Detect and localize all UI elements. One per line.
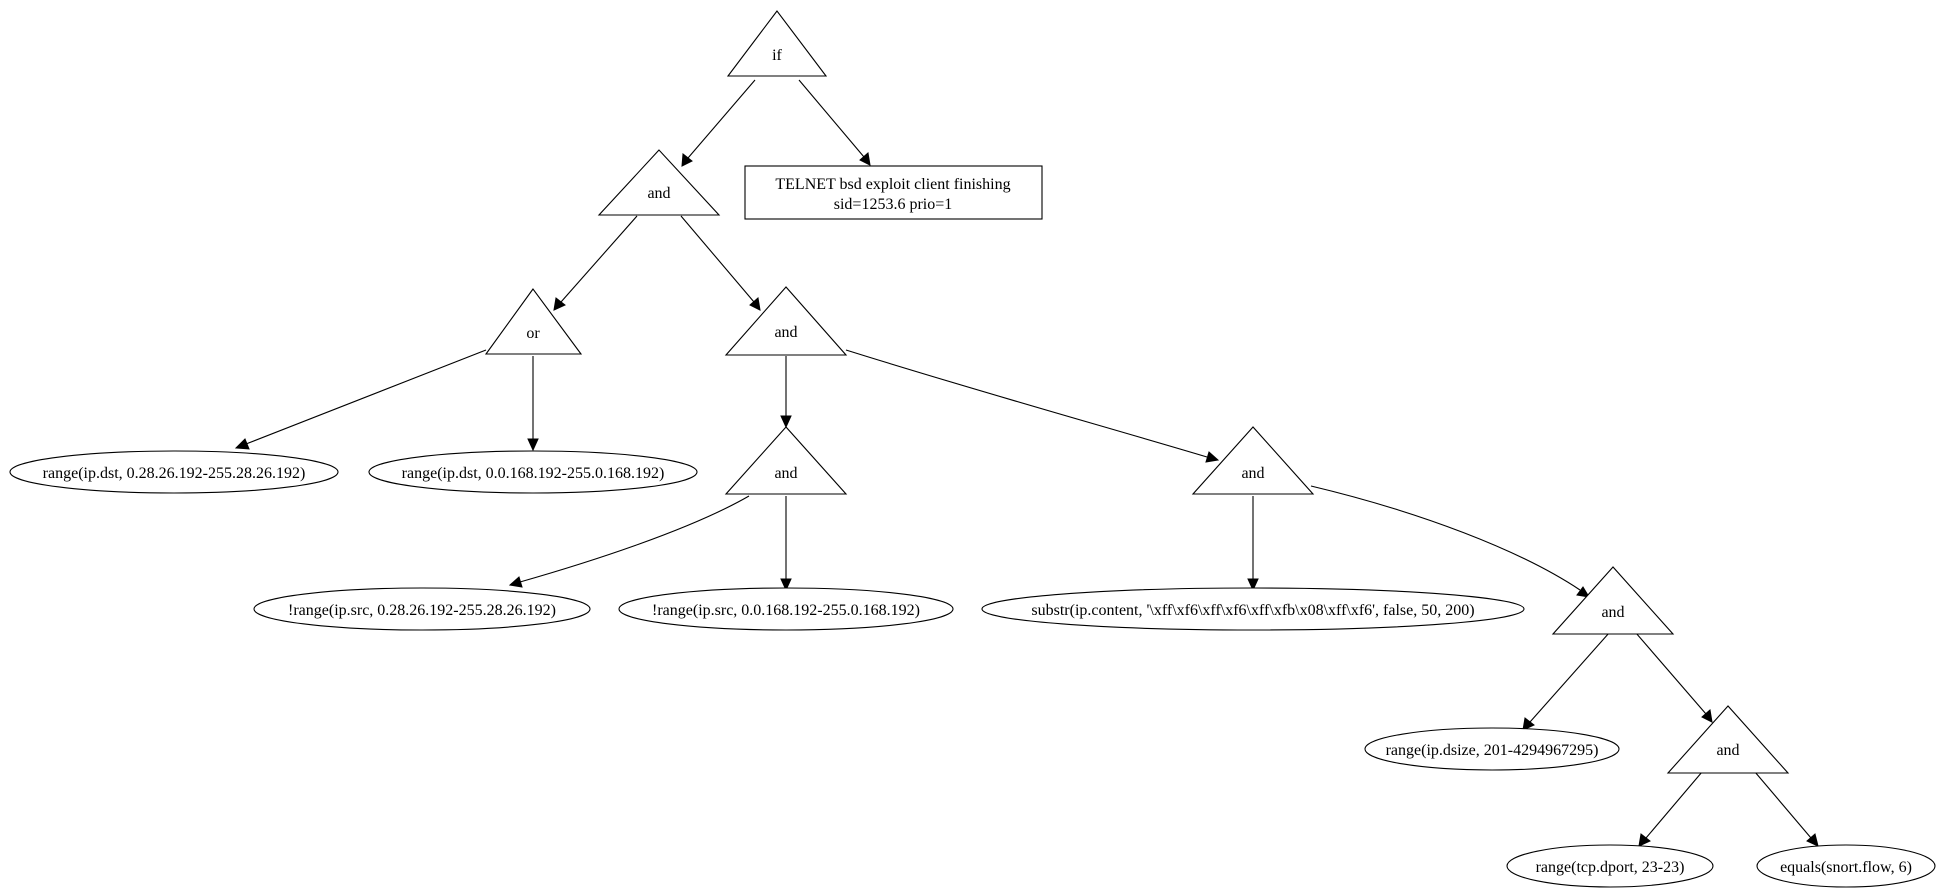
node-and-fourth-label: and (1241, 465, 1264, 482)
action-details: sid=1253.6 prio=1 (834, 196, 953, 213)
node-equals-flow: equals(snort.flow, 6) (1756, 844, 1936, 888)
edge-and-to-equals-flow (1754, 771, 1819, 847)
edge-if-to-action (798, 79, 871, 166)
node-substr: substr(ip.content, '\xff\xf6\xff\xf6\xff… (981, 587, 1525, 631)
edge-and-to-notrange-src-2 (780, 496, 792, 592)
node-if-label: if (772, 47, 782, 64)
node-and-fourth: and (1191, 426, 1315, 495)
edge-and-to-or (553, 215, 638, 311)
node-and-sixth-label: and (1716, 742, 1739, 759)
edge-and-to-range-dsize (1522, 632, 1610, 731)
edge-and-to-and-left (780, 356, 792, 429)
node-and-second-label: and (774, 324, 797, 341)
node-and-second: and (724, 286, 848, 356)
node-or-label: or (526, 325, 540, 342)
node-and-root: and (597, 149, 721, 216)
node-equals-flow-label: equals(snort.flow, 6) (1780, 859, 1912, 876)
node-range-dport: range(tcp.dport, 23-23) (1506, 844, 1714, 888)
edge-or-to-range-dst-1 (234, 349, 487, 450)
edge-or-to-range-dst-2 (527, 356, 539, 452)
node-notrange-src-1: !range(ip.src, 0.28.26.192-255.28.26.192… (253, 587, 591, 631)
node-and-fifth: and (1551, 566, 1675, 635)
node-or: or (484, 288, 583, 355)
edge-and-to-and-right (845, 349, 1220, 463)
node-and-root-label: and (647, 185, 670, 202)
node-if: if (726, 10, 828, 77)
node-range-dst-2-label: range(ip.dst, 0.0.168.192-255.0.168.192) (402, 465, 665, 482)
node-and-third-label: and (774, 465, 797, 482)
edge-and-to-substr (1247, 496, 1259, 592)
edges (234, 79, 1819, 847)
edge-if-to-and (681, 79, 756, 167)
node-notrange-src-2-label: !range(ip.src, 0.0.168.192-255.0.168.192… (652, 602, 920, 619)
node-notrange-src-1-label: !range(ip.src, 0.28.26.192-255.28.26.192… (288, 602, 556, 619)
edge-and-to-range-dport (1638, 771, 1703, 847)
node-range-dsize-label: range(ip.dsize, 201-4294967295) (1386, 742, 1599, 759)
node-range-dport-label: range(tcp.dport, 23-23) (1536, 859, 1685, 876)
node-action: TELNET bsd exploit client finishing sid=… (744, 165, 1043, 220)
edge-and-to-and (680, 215, 761, 311)
node-and-fifth-label: and (1601, 604, 1624, 621)
node-range-dst-1: range(ip.dst, 0.28.26.192-255.28.26.192) (9, 450, 339, 494)
edge-and-to-notrange-src-1 (508, 495, 750, 588)
action-title: TELNET bsd exploit client finishing (775, 176, 1010, 193)
edge-and-to-and-bottom (1635, 632, 1713, 723)
node-range-dst-1-label: range(ip.dst, 0.28.26.192-255.28.26.192) (43, 465, 306, 482)
node-substr-label: substr(ip.content, '\xff\xf6\xff\xf6\xff… (1031, 602, 1474, 619)
node-and-sixth: and (1666, 705, 1790, 774)
node-range-dsize: range(ip.dsize, 201-4294967295) (1364, 727, 1620, 771)
node-range-dst-2: range(ip.dst, 0.0.168.192-255.0.168.192) (368, 450, 698, 494)
node-notrange-src-2: !range(ip.src, 0.0.168.192-255.0.168.192… (618, 587, 954, 631)
edge-and-to-and-lower (1310, 485, 1590, 598)
node-and-third: and (724, 426, 848, 495)
